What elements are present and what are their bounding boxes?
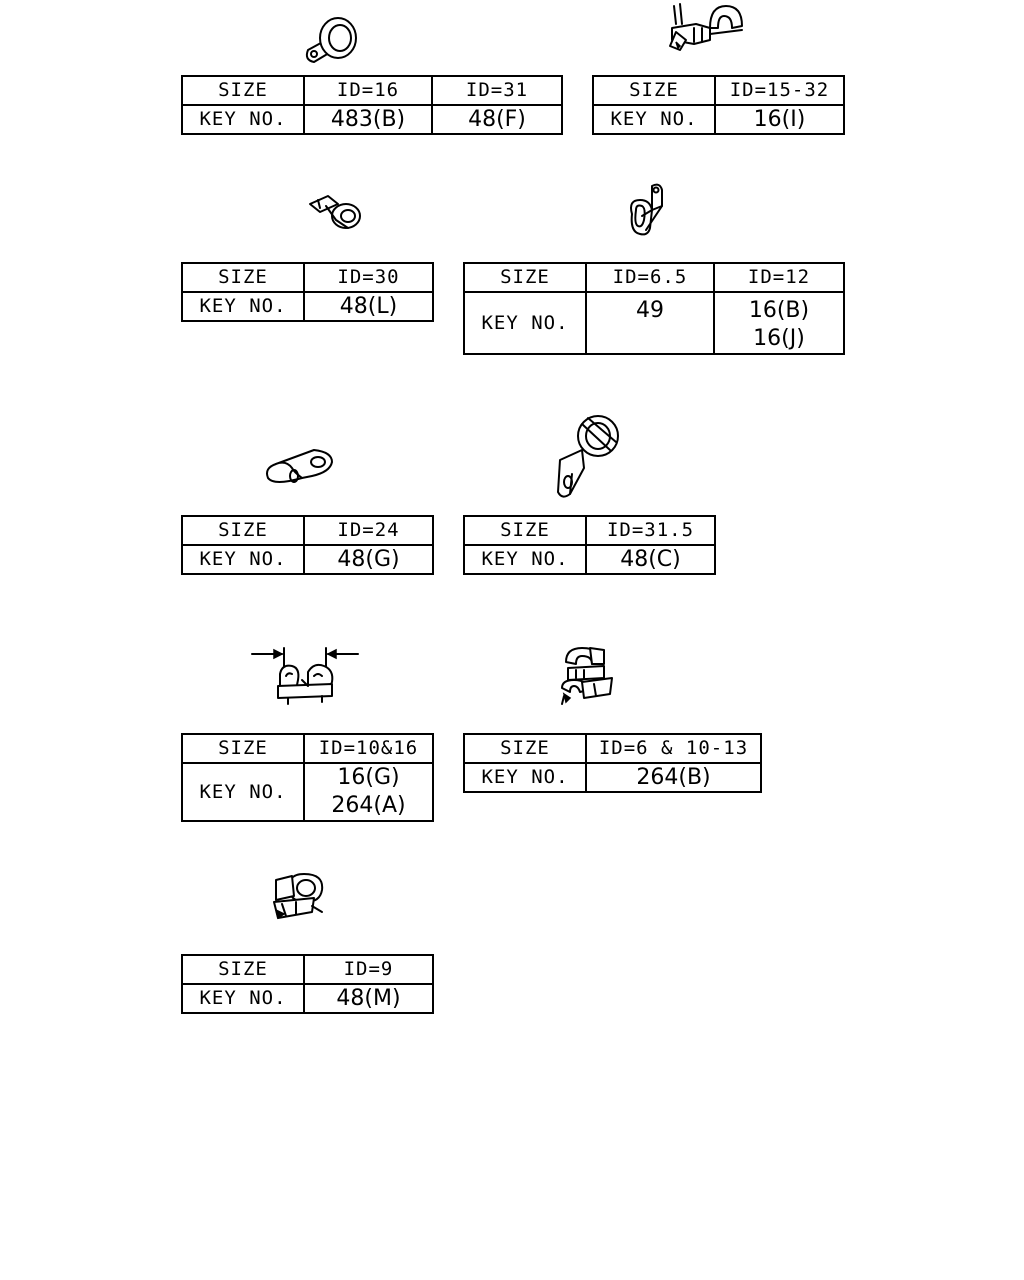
key-no-value: 16(B) 16(J): [713, 291, 845, 355]
key-no-label: KEY NO.: [181, 104, 305, 135]
twin-clip-drawing: [248, 640, 362, 706]
key-no-label: KEY NO.: [592, 104, 716, 135]
key-no-value: 48(F): [431, 104, 563, 135]
size-label: SIZE: [181, 515, 305, 546]
key-no-value: 48(L): [303, 291, 434, 322]
double-loop-clip-drawing: [622, 180, 672, 238]
clip-table-id6-5-id12: SIZE ID=6.5 ID=12 KEY NO. 49 16(B) 16(J): [463, 262, 845, 355]
size-label: SIZE: [181, 262, 305, 293]
size-value: ID=10&16: [303, 733, 434, 764]
small-clip-drawing: [304, 190, 366, 234]
size-value: ID=12: [713, 262, 845, 293]
size-label: SIZE: [463, 733, 587, 764]
size-value: ID=9: [303, 954, 434, 985]
flat-p-clip-drawing: [262, 440, 338, 488]
clip-table-id24: SIZE ID=24 KEY NO. 48(G): [181, 515, 434, 575]
size-value: ID=30: [303, 262, 434, 293]
size-value: ID=16: [303, 75, 433, 106]
size-label: SIZE: [181, 954, 305, 985]
size-label: SIZE: [181, 75, 305, 106]
clip-table-id16-id31: SIZE ID=16 ID=31 KEY NO. 483(B) 48(F): [181, 75, 563, 135]
key-no-line: 16(J): [753, 326, 805, 351]
clip-table-id15-32: SIZE ID=15-32 KEY NO. 16(I): [592, 75, 845, 135]
bracket-clip-drawing: [552, 410, 624, 502]
size-value: ID=6.5: [585, 262, 715, 293]
key-no-label: KEY NO.: [181, 983, 305, 1014]
key-no-value: 16(I): [714, 104, 845, 135]
size-value: ID=24: [303, 515, 434, 546]
key-no-line: 16(B): [748, 298, 810, 323]
key-no-label: KEY NO.: [463, 291, 587, 355]
key-no-label: KEY NO.: [181, 762, 305, 822]
key-no-label: KEY NO.: [181, 544, 305, 575]
size-label: SIZE: [592, 75, 716, 106]
key-no-value: 48(M): [303, 983, 434, 1014]
size-value: ID=31.5: [585, 515, 716, 546]
key-no-line: 264(A): [331, 793, 406, 818]
clip-table-id31-5: SIZE ID=31.5 KEY NO. 48(C): [463, 515, 716, 575]
size-value: ID=6 & 10-13: [585, 733, 762, 764]
clip-table-id6-10-13: SIZE ID=6 & 10-13 KEY NO. 264(B): [463, 733, 762, 793]
key-no-value: 264(B): [585, 762, 762, 793]
p-clip-drawing: [300, 10, 364, 68]
clip-table-id10-16: SIZE ID=10&16 KEY NO. 16(G) 264(A): [181, 733, 434, 822]
key-no-label: KEY NO.: [181, 291, 305, 322]
size-label: SIZE: [181, 733, 305, 764]
key-no-label: KEY NO.: [463, 762, 587, 793]
key-no-value: 48(C): [585, 544, 716, 575]
clip-table-id30: SIZE ID=30 KEY NO. 48(L): [181, 262, 434, 322]
key-no-label: KEY NO.: [463, 544, 587, 575]
band-clip-drawing: [666, 2, 746, 56]
key-no-value: 483(B): [303, 104, 433, 135]
stacked-clip-drawing: [554, 642, 618, 708]
key-no-value: 49: [585, 291, 715, 355]
snap-clip-drawing: [266, 866, 330, 926]
key-no-line: 49: [636, 298, 664, 323]
size-value: ID=31: [431, 75, 563, 106]
size-label: SIZE: [463, 515, 587, 546]
key-no-line: 16(G): [337, 765, 400, 790]
size-label: SIZE: [463, 262, 587, 293]
key-no-value: 16(G) 264(A): [303, 762, 434, 822]
size-value: ID=15-32: [714, 75, 845, 106]
clip-table-id9: SIZE ID=9 KEY NO. 48(M): [181, 954, 434, 1014]
key-no-value: 48(G): [303, 544, 434, 575]
